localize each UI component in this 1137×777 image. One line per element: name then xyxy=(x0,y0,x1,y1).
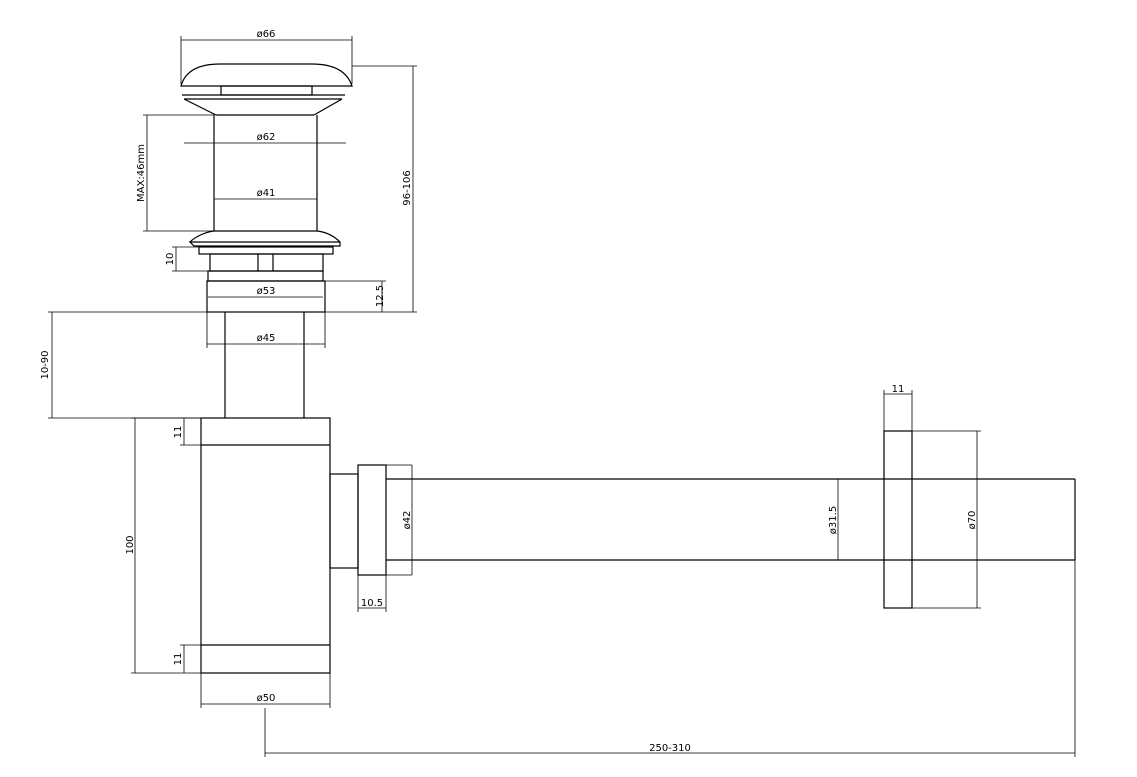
dim-trap-top-band: 11 xyxy=(173,418,201,446)
thread-section xyxy=(206,280,326,313)
dim-outlet-pipe-diameter: ø31.5 xyxy=(828,479,839,560)
dim-pipe-diameter: ø45 xyxy=(206,312,326,348)
dim-outlet-length: 250-310 xyxy=(264,560,1076,757)
nut-height-label: 10 xyxy=(165,253,176,266)
thread-length-label: 12.5 xyxy=(375,285,386,307)
dim-wall-flange-diameter: ø70 xyxy=(912,430,981,609)
total-height-label: 96-106 xyxy=(402,170,413,205)
dim-thread-length: 12.5 xyxy=(325,280,386,312)
dim-wall-flange-width: 11 xyxy=(883,384,913,431)
connecting-pipe xyxy=(224,312,305,418)
dim-trap-bottom-band: 11 xyxy=(173,644,201,673)
dim-pipe-length: 10-90 xyxy=(40,311,207,419)
wall-flange-width-label: 11 xyxy=(892,384,905,395)
dim-total-height: 96-106 xyxy=(325,65,417,313)
dim-trap-diameter: ø50 xyxy=(200,673,331,708)
waste-flange xyxy=(182,94,345,116)
dim-thread-diameter: ø53 xyxy=(208,286,323,298)
trap-diameter-label: ø50 xyxy=(257,693,276,704)
cap-diameter-label: ø66 xyxy=(257,29,276,40)
outlet-nut-diameter-label: ø42 xyxy=(402,511,413,530)
dim-outlet-nut-width: 10.5 xyxy=(357,575,387,612)
outlet-length-label: 250-310 xyxy=(649,743,691,754)
pipe-diameter-label: ø45 xyxy=(257,333,276,344)
dim-flange-diameter: ø62 xyxy=(184,132,346,144)
bottle-trap-body xyxy=(200,417,331,674)
thread-diameter-label: ø53 xyxy=(257,286,276,297)
dim-cap-diameter: ø66 xyxy=(180,29,353,84)
dim-outlet-nut-diameter: ø42 xyxy=(386,464,413,576)
body-diameter-label: ø41 xyxy=(257,188,276,199)
trap-bottom-band-label: 11 xyxy=(173,653,184,666)
dim-body-diameter: ø41 xyxy=(214,188,317,200)
trap-height-label: 100 xyxy=(125,535,136,554)
pipe-length-label: 10-90 xyxy=(40,350,51,379)
waste-body xyxy=(213,115,318,231)
trap-outlet-stub xyxy=(329,473,359,569)
outlet-pipe xyxy=(386,478,1076,561)
wall-flange-diameter-label: ø70 xyxy=(967,511,978,530)
flange-diameter-label: ø62 xyxy=(257,132,276,143)
dim-trap-height: 100 xyxy=(125,417,201,674)
outlet-nut-width-label: 10.5 xyxy=(361,598,383,609)
outlet-nut xyxy=(357,464,387,576)
back-washer xyxy=(188,230,341,247)
max-height-label: MAX:46mm xyxy=(136,144,147,202)
wall-flange xyxy=(883,430,913,609)
back-nut xyxy=(198,246,334,282)
trap-top-band-label: 11 xyxy=(173,426,184,439)
waste-cap xyxy=(180,63,353,96)
outlet-pipe-diameter-label: ø31.5 xyxy=(828,506,839,534)
dim-nut-height: 10 xyxy=(165,246,210,272)
dim-max-height: MAX:46mm xyxy=(136,114,214,232)
